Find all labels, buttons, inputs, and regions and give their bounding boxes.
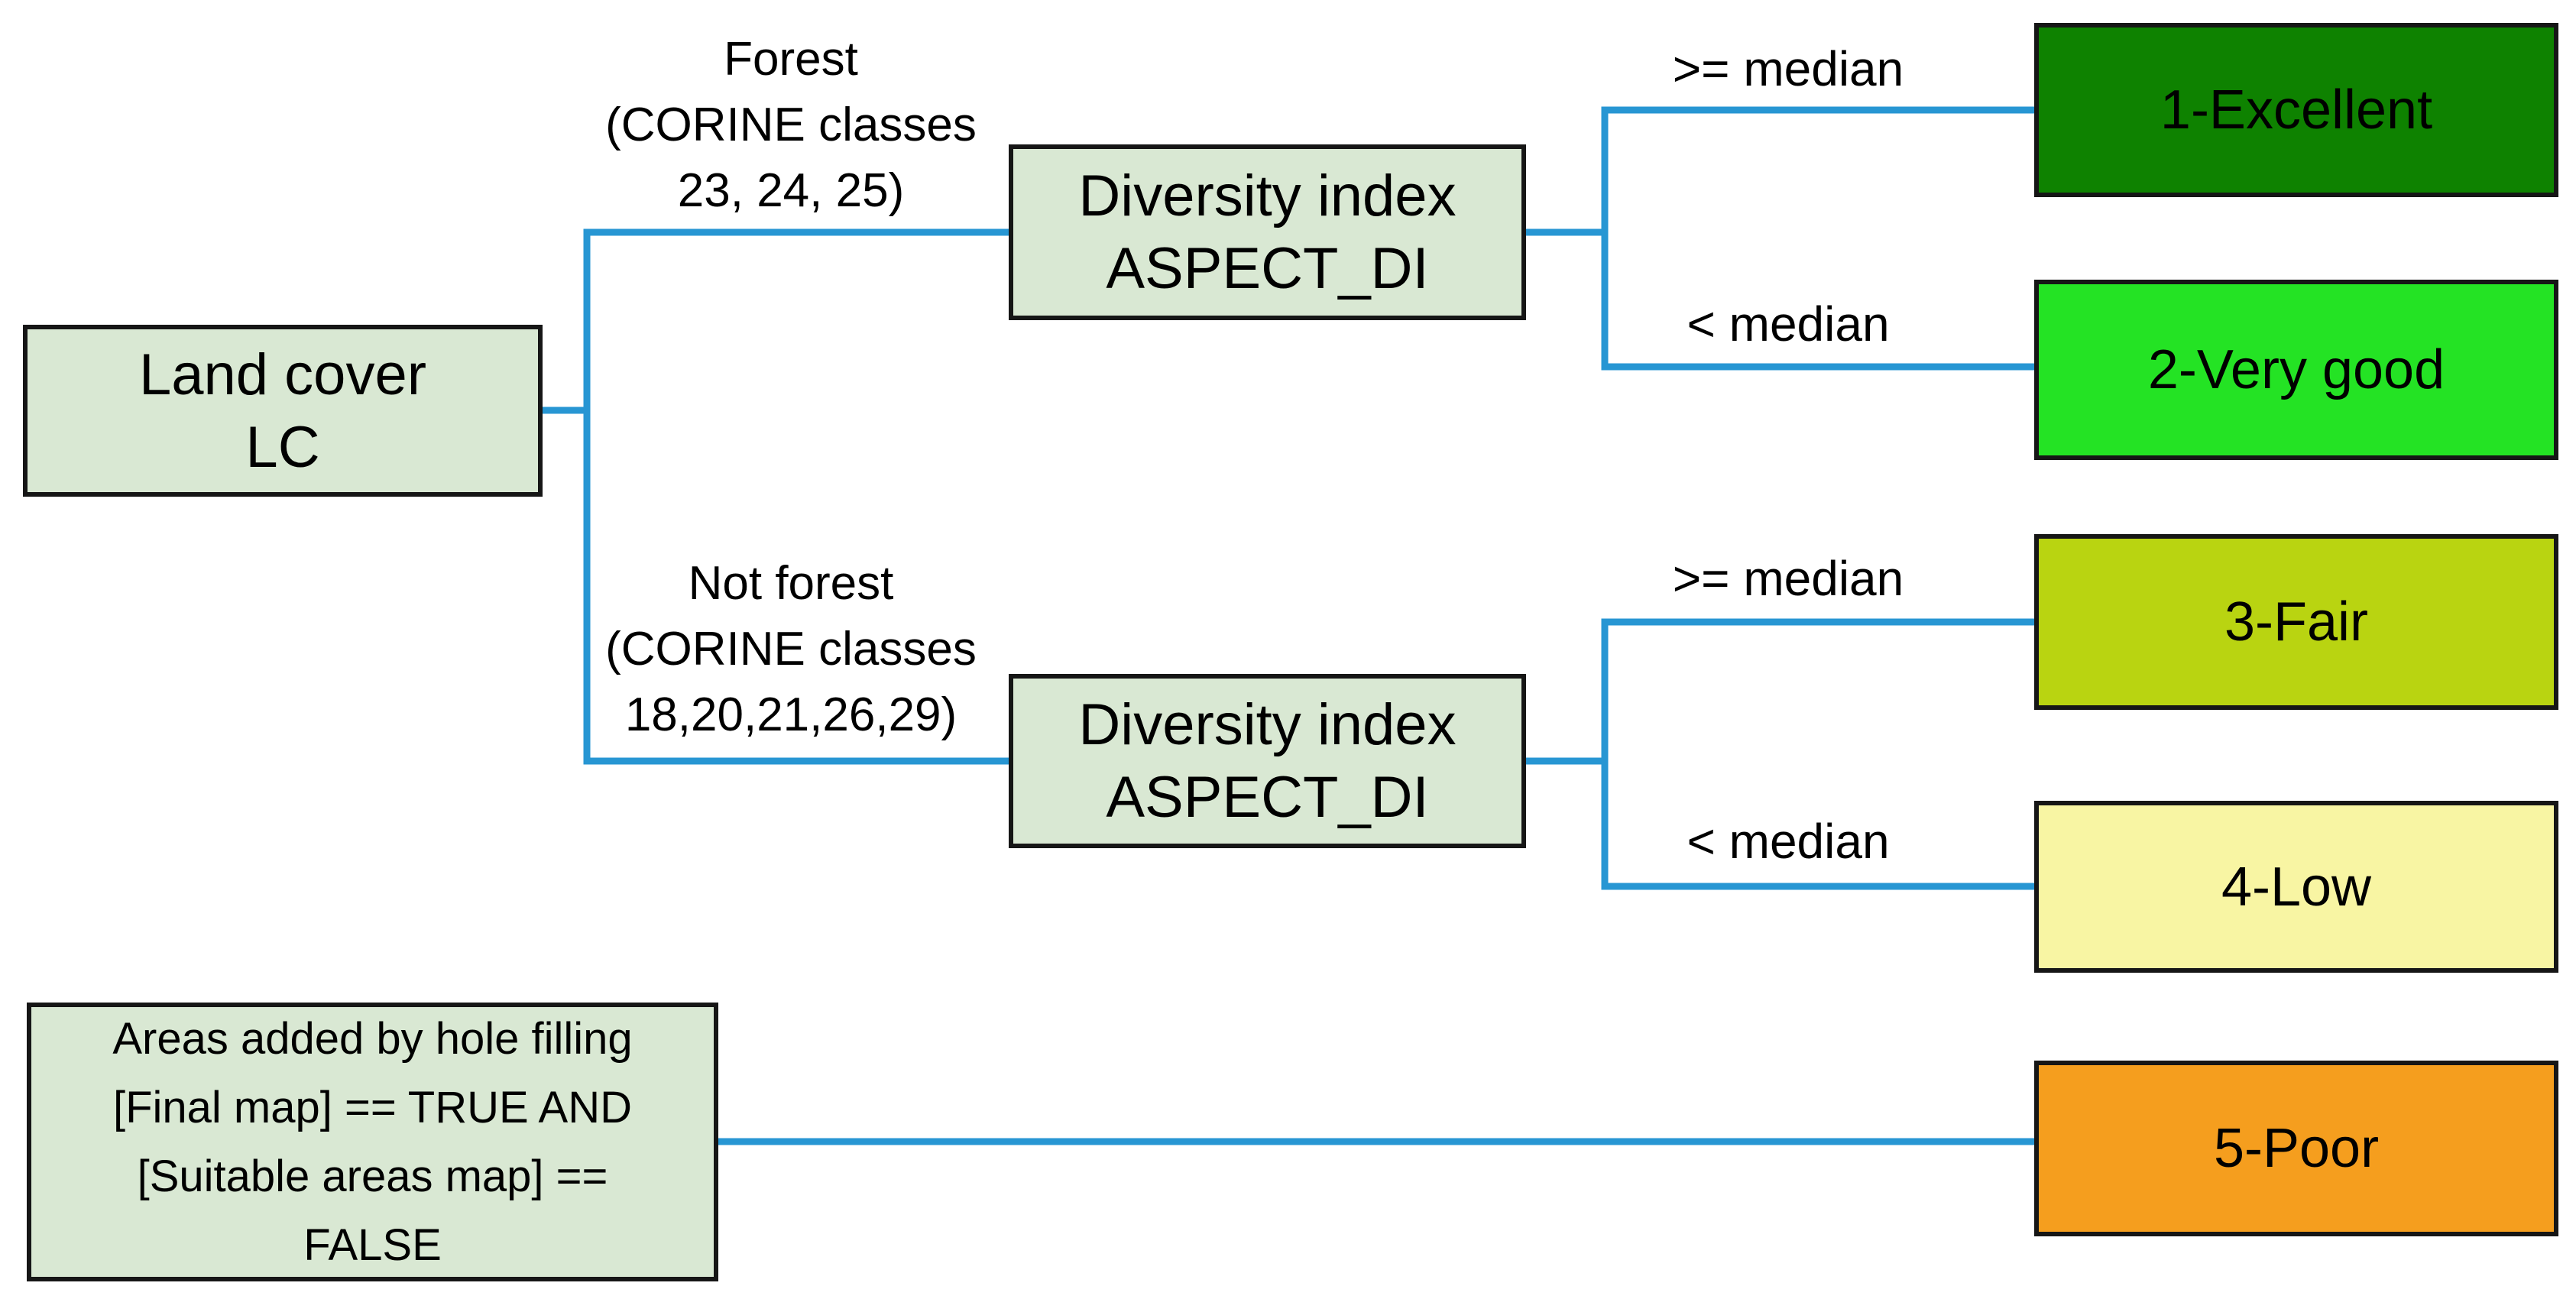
connector-root-branches <box>583 228 1009 765</box>
outcome-label: 5-Poor <box>2213 1118 2380 1179</box>
outcome-label: 2-Very good <box>2147 339 2445 400</box>
node-label-line: LC <box>245 414 320 480</box>
node-label-line: Areas added by hole filling <box>112 1013 633 1064</box>
connector-forest-split <box>1601 106 2034 371</box>
branch-label-line: 18,20,21,26,29) <box>624 688 957 741</box>
hole-filling-node: Areas added by hole filling [Final map] … <box>27 1003 718 1281</box>
lt-median-label-bottom: < median <box>1687 814 1890 869</box>
outcome-label: 1-Excellent <box>2160 79 2433 141</box>
ge-median-label-bottom: >= median <box>1672 551 1904 606</box>
node-label-line: ASPECT_DI <box>1106 236 1429 301</box>
node-label-line: [Final map] == TRUE AND <box>112 1082 633 1132</box>
node-label-line: [Suitable areas map] == <box>137 1151 608 1201</box>
outcome-very-good: 2-Very good <box>2034 280 2558 460</box>
connector-notforest-split <box>1601 618 2034 890</box>
diversity-index-not-forest-node: Diversity index ASPECT_DI <box>1009 674 1526 848</box>
branch-label-line: Forest <box>724 33 858 86</box>
branch-label-line: 23, 24, 25) <box>677 164 905 217</box>
node-label-line: ASPECT_DI <box>1106 765 1429 830</box>
lt-median-label-top: < median <box>1687 296 1890 351</box>
node-label-line: FALSE <box>303 1220 442 1270</box>
branch-label-line: Not forest <box>688 557 894 610</box>
node-label-line: Land cover <box>138 342 427 407</box>
ge-median-label-top: >= median <box>1672 41 1904 96</box>
outcome-excellent: 1-Excellent <box>2034 23 2558 197</box>
outcome-low: 4-Low <box>2034 801 2558 973</box>
forest-branch-label: Forest (CORINE classes 23, 24, 25) <box>504 27 1077 224</box>
diversity-index-forest-node: Diversity index ASPECT_DI <box>1009 144 1526 320</box>
outcome-label: 3-Fair <box>2224 591 2368 653</box>
not-forest-branch-label: Not forest (CORINE classes 18,20,21,26,2… <box>504 551 1077 748</box>
node-label-line: Diversity index <box>1078 692 1456 757</box>
outcome-poor: 5-Poor <box>2034 1061 2558 1236</box>
outcome-label: 4-Low <box>2221 856 2372 918</box>
branch-label-line: (CORINE classes <box>605 623 977 675</box>
outcome-fair: 3-Fair <box>2034 534 2558 710</box>
branch-label-line: (CORINE classes <box>605 99 977 151</box>
land-cover-node: Land cover LC <box>23 325 543 497</box>
node-label-line: Diversity index <box>1078 164 1456 228</box>
